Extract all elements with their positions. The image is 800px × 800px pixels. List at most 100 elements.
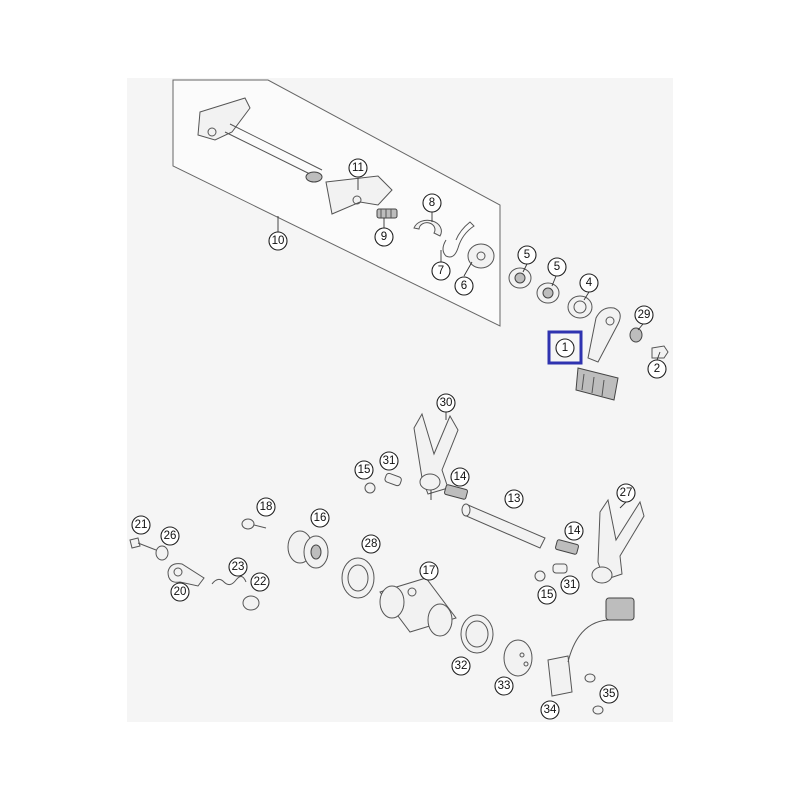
callout-label: 20 [174, 586, 187, 598]
bearing-part-28 [341, 557, 375, 599]
cover-part-33 [503, 639, 533, 677]
callout-7: 7 [431, 261, 451, 281]
shift-fork-part-27 [591, 498, 645, 584]
callout-5b: 5 [547, 257, 567, 277]
bolt-part-21 [129, 537, 157, 551]
callout-27: 27 [616, 483, 636, 503]
callout-label: 18 [260, 501, 273, 513]
callout-label: 34 [544, 704, 557, 716]
callout-14b: 14 [564, 521, 584, 541]
callout-label: 9 [381, 231, 387, 243]
callout-10: 10 [268, 231, 288, 251]
callout-label: 23 [232, 561, 245, 573]
washer-part-6 [467, 243, 495, 269]
callout-label: 6 [461, 280, 467, 292]
screw-part-18 [241, 518, 267, 530]
pin-part-15b [534, 570, 546, 582]
callout-label: 35 [603, 688, 616, 700]
callout-11: 11 [348, 158, 368, 178]
callout-label: 27 [620, 487, 633, 499]
callout-35: 35 [599, 684, 619, 704]
callout-label: 2 [654, 363, 660, 375]
shift-drum-part [379, 577, 457, 637]
callout-9: 9 [374, 227, 394, 247]
callout-label: 31 [564, 579, 577, 591]
shift-shaft-part [197, 97, 323, 183]
retaining-ring-part-8 [413, 219, 442, 237]
callout-23: 23 [228, 557, 248, 577]
callout-label: 8 [429, 197, 435, 209]
callout-16: 16 [310, 508, 330, 528]
bearing-part-32 [460, 614, 494, 654]
callout-label: 29 [638, 309, 651, 321]
callout-31b: 31 [560, 575, 580, 595]
callout-6: 6 [454, 276, 474, 296]
shift-rod-part [461, 503, 546, 549]
callout-15a: 15 [354, 460, 374, 480]
callout-label: 16 [314, 512, 327, 524]
bushing-part-22 [242, 595, 260, 611]
callout-31a: 31 [379, 451, 399, 471]
leader-lines [277, 178, 661, 509]
callout-20: 20 [170, 582, 190, 602]
callout-label: 5 [554, 261, 560, 273]
highlight-box [547, 330, 583, 365]
screw-part-35 [584, 673, 604, 715]
gear-sensor-part [547, 597, 635, 697]
callout-28: 28 [361, 534, 381, 554]
washer-part-26 [155, 545, 169, 561]
callout-33: 33 [494, 676, 514, 696]
callout-1: 1 [555, 338, 575, 358]
callout-label: 7 [438, 265, 444, 277]
pin-part-15a [364, 482, 376, 494]
locking-lever-part [167, 563, 205, 587]
bushing-part-5a [508, 267, 532, 289]
callout-label: 14 [568, 525, 581, 537]
callout-label: 32 [455, 660, 468, 672]
callout-21: 21 [131, 515, 151, 535]
callout-8: 8 [422, 193, 442, 213]
callout-14a: 14 [450, 467, 470, 487]
callout-label: 4 [586, 277, 593, 289]
callout-29: 29 [634, 305, 654, 325]
shift-plate-part [325, 175, 393, 215]
callout-13: 13 [504, 489, 524, 509]
shift-fork-part-30 [413, 412, 459, 495]
washer-part-29 [629, 327, 643, 343]
callout-label: 28 [365, 538, 378, 550]
callout-label: 15 [541, 589, 554, 601]
callout-label: 11 [352, 162, 364, 174]
callout-label: 13 [508, 493, 521, 505]
callout-30: 30 [436, 393, 456, 413]
callout-5a: 5 [517, 245, 537, 265]
callout-2: 2 [647, 359, 667, 379]
callout-label: 5 [524, 249, 530, 261]
spring-part-23 [211, 576, 247, 586]
callout-34: 34 [540, 700, 560, 720]
callout-label: 31 [383, 455, 396, 467]
spring-part-9 [376, 208, 398, 219]
pin-part-31a [384, 472, 402, 487]
callout-17: 17 [419, 561, 439, 581]
callout-label: 33 [498, 680, 511, 692]
callout-15b: 15 [537, 585, 557, 605]
seal-ring-part-4 [567, 295, 593, 319]
callout-label: 1 [562, 342, 568, 354]
shift-lever-part [575, 307, 621, 401]
spring-part-14b [555, 539, 579, 555]
callout-label: 22 [254, 576, 267, 588]
spring-clip-part-7 [442, 221, 475, 258]
callout-4: 4 [579, 273, 599, 293]
callout-label: 30 [440, 397, 453, 409]
callout-26: 26 [160, 526, 180, 546]
callout-label: 17 [423, 565, 436, 577]
callout-18: 18 [256, 497, 276, 517]
pin-part-31b [552, 563, 568, 574]
shift-drum-locating-part [287, 530, 329, 569]
callout-label: 15 [358, 464, 371, 476]
callout-label: 26 [164, 530, 177, 542]
callout-label: 14 [454, 471, 467, 483]
spring-part-14a [444, 484, 468, 500]
callout-32: 32 [451, 656, 471, 676]
